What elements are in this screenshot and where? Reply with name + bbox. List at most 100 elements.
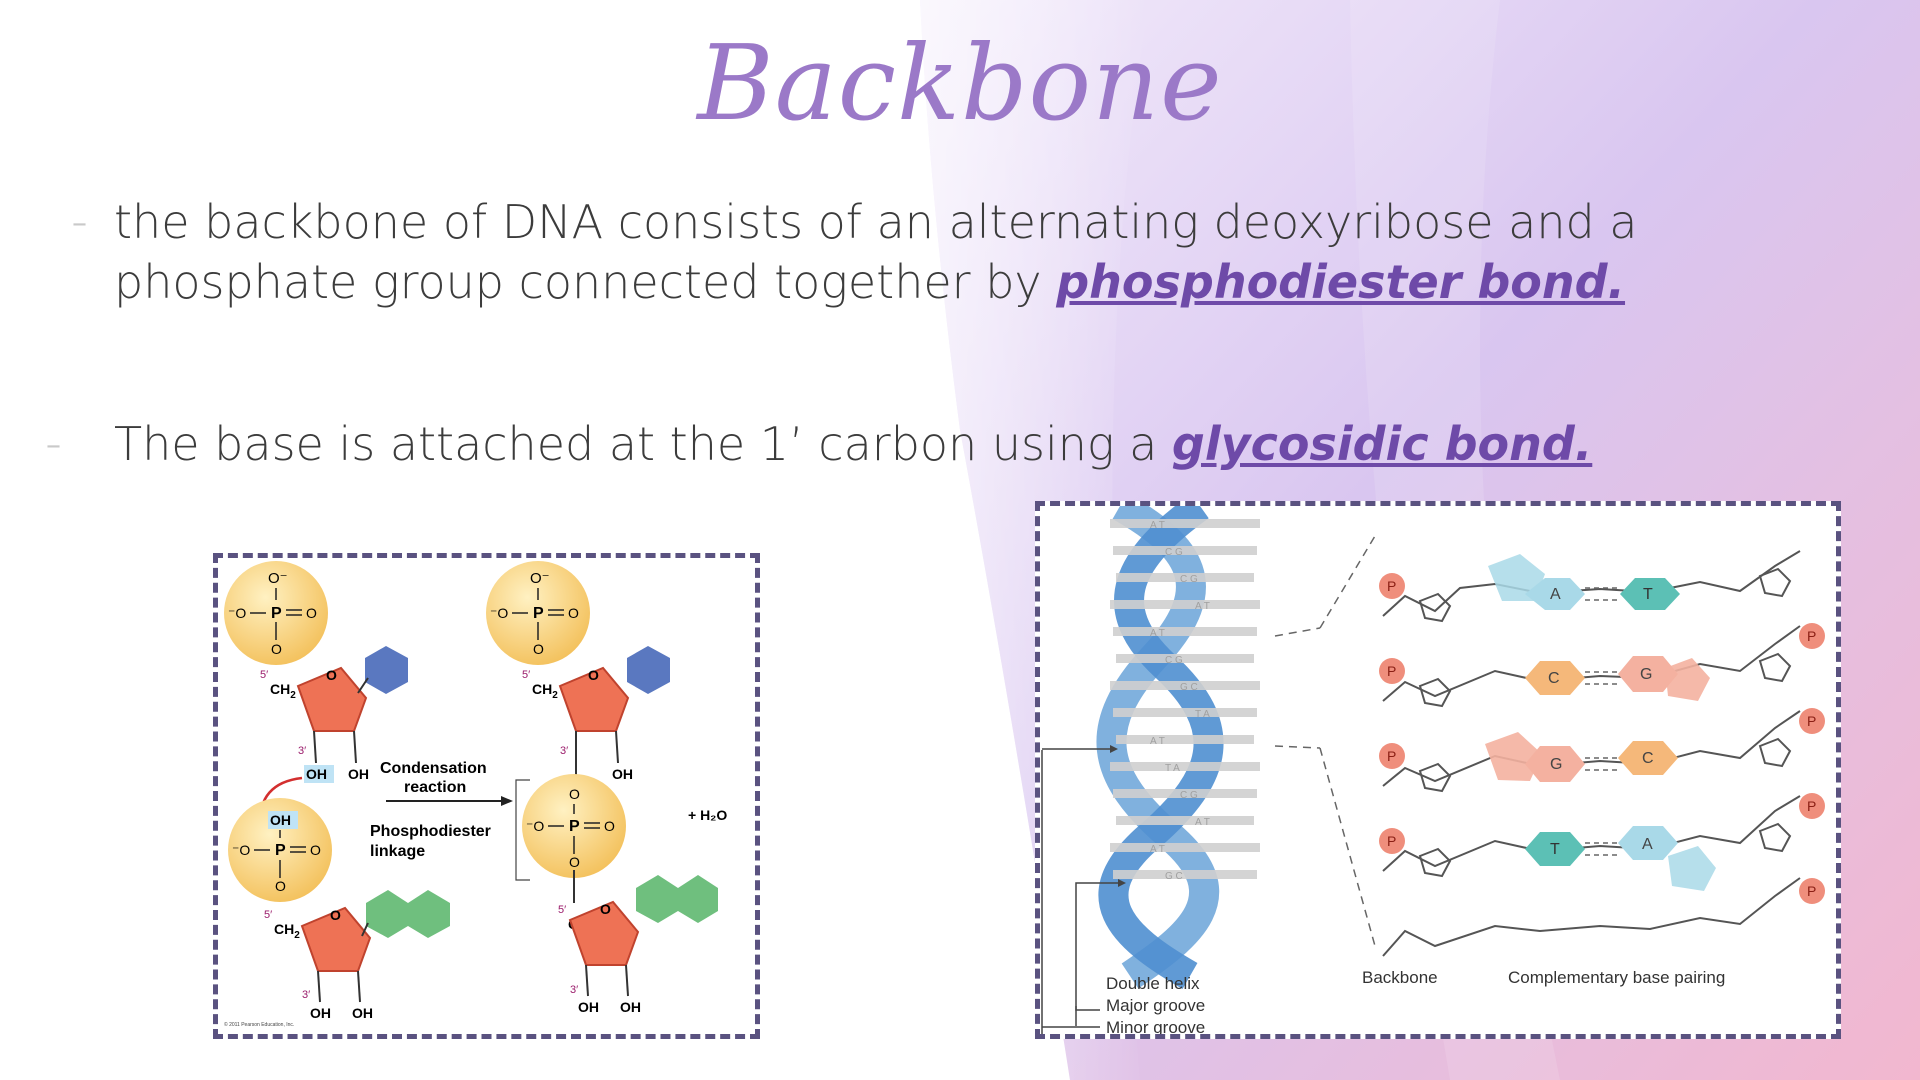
deoxyribose-sugar xyxy=(300,906,372,972)
figure-credit: © 2011 Pearson Education, Inc. xyxy=(224,1021,294,1028)
three-prime-label: 3′ xyxy=(570,984,578,996)
oh-label: OH xyxy=(620,999,641,1015)
base-label-G: G xyxy=(1550,756,1562,773)
label-double-helix: Double helix xyxy=(1106,974,1200,993)
ch2-label: CH2 xyxy=(274,921,300,941)
ring-oxygen-label: O xyxy=(600,901,611,917)
helix-rung xyxy=(1116,735,1254,744)
helix-rung-label: A T xyxy=(1150,844,1165,855)
oxygen-label: O xyxy=(271,641,282,657)
phosphodiester-term: phosphodiester bond. xyxy=(1056,255,1626,309)
helix-rung xyxy=(1116,654,1254,663)
five-prime-label: 5′ xyxy=(264,909,272,921)
oxygen-label: O xyxy=(275,878,286,894)
label-major-groove: Major groove xyxy=(1106,996,1205,1015)
label-complementary-base-pairing: Complementary base pairing xyxy=(1508,968,1725,987)
phosphate-ball xyxy=(224,561,328,665)
base-green-ring xyxy=(366,890,408,938)
helix-rung xyxy=(1110,843,1260,852)
three-prime-label: 3′ xyxy=(298,745,306,757)
condensation-diagram: O⁻ P ⁻O O O 5′ CH2 O 3′ OH OH OH P ⁻O O … xyxy=(224,561,727,1028)
phosphate-label: P xyxy=(1807,628,1816,644)
condensation-reaction-figure: O⁻ P ⁻O O O 5′ CH2 O 3′ OH OH OH P ⁻O O … xyxy=(213,553,760,1039)
helix-rung-label: C G xyxy=(1165,547,1183,558)
nucleotide-top-left: O⁻ P ⁻O O O 5′ CH2 O 3′ OH OH xyxy=(224,561,408,783)
oh-label: OH xyxy=(306,766,327,782)
phosphate-label: P xyxy=(1387,748,1396,764)
phosphate-label: P xyxy=(1387,578,1396,594)
helix-strand-front xyxy=(1098,493,1224,990)
bullet-text: The base is attached at the 1’ carbon us… xyxy=(114,417,1172,471)
base-label-T: T xyxy=(1550,841,1560,858)
helix-rung xyxy=(1113,789,1257,798)
helix-rung xyxy=(1113,870,1257,879)
phosphate-label: P xyxy=(1807,883,1816,899)
phosphate-circle xyxy=(1379,743,1405,769)
helix-rung xyxy=(1110,762,1260,771)
phosphodiester-label: Phosphodiester xyxy=(370,823,491,840)
helix-rung xyxy=(1116,573,1254,582)
oxygen-label: O xyxy=(306,605,317,621)
glycosidic-term: glycosidic bond. xyxy=(1171,417,1593,471)
bullet-glycosidic: The base is attached at the 1’ carbon us… xyxy=(114,414,1714,474)
base-green-ring xyxy=(636,875,678,923)
ch2-label: CH2 xyxy=(270,681,296,701)
oh-label: OH xyxy=(578,999,599,1015)
slide-title: Backbone xyxy=(697,22,1223,144)
bullet-dash: – xyxy=(72,206,87,241)
helix-rung-label: A T xyxy=(1195,817,1210,828)
phosphate-ball xyxy=(522,774,626,878)
helix-rung xyxy=(1116,816,1254,825)
ch2-label: CH2 xyxy=(532,681,558,701)
oxygen-label: O xyxy=(533,641,544,657)
helix-rung xyxy=(1113,546,1257,555)
condensation-label: Condensation xyxy=(380,760,487,777)
three-prime-label: 3′ xyxy=(302,989,310,1001)
phosphorus-label: P xyxy=(569,818,580,835)
linkage-label: linkage xyxy=(370,843,425,860)
phosphorus-label: P xyxy=(533,605,544,622)
helix-rung-label: A T xyxy=(1150,736,1165,747)
o-minus-label: O⁻ xyxy=(530,570,550,587)
phosphate-circle xyxy=(1799,623,1825,649)
phosphate-circle xyxy=(1379,828,1405,854)
label-minor-groove: Minor groove xyxy=(1106,1018,1205,1034)
phosphate-ball xyxy=(486,561,590,665)
five-prime-label: 5′ xyxy=(260,669,268,681)
o-minus-label: O⁻ xyxy=(268,570,288,587)
phosphorus-label: P xyxy=(275,842,286,859)
nucleotide-top-right: O⁻ P ⁻O O O 5′ CH2 O 3′ OH xyxy=(486,561,670,786)
helix-rung-label: A T xyxy=(1195,601,1210,612)
helix-rung-label: G C xyxy=(1180,682,1198,693)
bullet-phosphodiester: the backbone of DNA consists of an alter… xyxy=(114,192,1714,312)
helix-rung-label: C G xyxy=(1165,655,1183,666)
base-label-C: C xyxy=(1642,750,1654,767)
backbone-sugars xyxy=(1418,567,1792,878)
helix-rung-label: C G xyxy=(1180,790,1198,801)
helix-rung-label: A T xyxy=(1150,520,1165,531)
five-prime-label: 5′ xyxy=(558,904,566,916)
reaction-label: reaction xyxy=(404,779,466,796)
bullet-dash: – xyxy=(46,428,61,463)
base-pairs: A T C G G C T A xyxy=(1485,554,1716,891)
double-helix-diagram: A TC GC GA TA TC GG CT AA TT AC GA TA TG… xyxy=(1041,492,1825,1037)
oh-label: OH xyxy=(270,812,291,828)
helix-rung-label: C G xyxy=(1180,574,1198,585)
phosphate-circle xyxy=(1799,878,1825,904)
oh-label: OH xyxy=(352,1005,373,1021)
helix-rung xyxy=(1110,519,1260,528)
oh-label: OH xyxy=(310,1005,331,1021)
helix-rung xyxy=(1113,627,1257,636)
phosphate-circle xyxy=(1379,658,1405,684)
helix-rung-label: A T xyxy=(1150,628,1165,639)
base-green-ring xyxy=(408,890,450,938)
base-label-G: G xyxy=(1640,666,1652,683)
linking-phosphate: O P ⁻O O O xyxy=(522,774,626,903)
five-prime-label: 5′ xyxy=(522,669,530,681)
phosphate-ball xyxy=(228,798,332,902)
phosphate-label: P xyxy=(1387,833,1396,849)
helix-rung-label: T A xyxy=(1165,763,1180,774)
ring-oxygen-label: O xyxy=(588,667,599,683)
